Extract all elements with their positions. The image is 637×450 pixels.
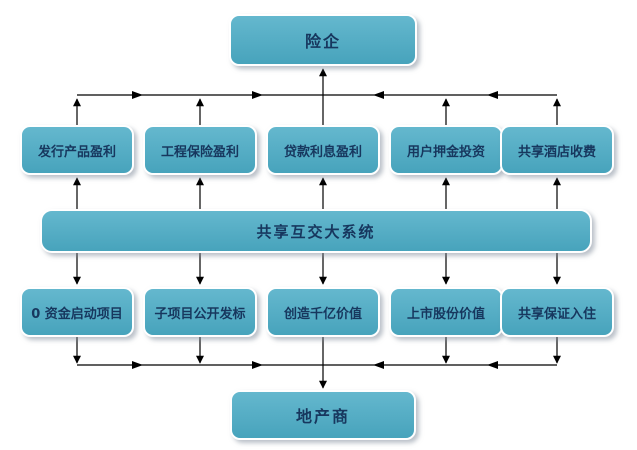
node-label: 子项目公开发标 (154, 306, 246, 322)
node-label: 共享互交大系统 (256, 222, 376, 241)
collector-flow-direction-arrowheads (132, 91, 498, 369)
node-listed-share-value: 上市股份价值 (389, 287, 503, 337)
node-property-developer: 地产商 (230, 390, 416, 440)
value-row-to-collector-arrows (73, 337, 561, 389)
node-label: 上市股份价值 (406, 306, 485, 322)
node-label: 发行产品盈利 (37, 144, 116, 160)
node-label: 险企 (304, 32, 341, 51)
node-engineering-insurance-profit: 工程保险盈利 (143, 125, 257, 175)
node-label: 0 资金启动项目 (31, 306, 123, 322)
profit-row-to-collector-arrows (73, 68, 561, 125)
node-user-deposit-investment: 用户押金投资 (389, 125, 503, 175)
node-label: 共享保证入住 (517, 306, 596, 322)
node-insurance-company: 险企 (229, 14, 417, 66)
band-to-value-row-arrows (73, 253, 561, 285)
node-label: 地产商 (295, 407, 350, 426)
node-zero-capital-startup-project: 0 资金启动项目 (20, 287, 134, 337)
node-label: 贷款利息盈利 (283, 144, 362, 160)
node-shared-interaction-system: 共享互交大系统 (40, 209, 592, 253)
node-product-issuance-profit: 发行产品盈利 (20, 125, 134, 175)
node-label: 创造千亿价值 (283, 306, 362, 322)
node-label: 共享酒店收费 (517, 144, 596, 160)
node-subproject-public-bidding: 子项目公开发标 (143, 287, 257, 337)
node-shared-hotel-fees: 共享酒店收费 (500, 125, 614, 175)
node-create-hundred-billion-value: 创造千亿价值 (266, 287, 380, 337)
band-to-profit-row-arrows (73, 177, 561, 209)
node-shared-guaranteed-checkin: 共享保证入住 (500, 287, 614, 337)
node-label: 用户押金投资 (406, 144, 485, 160)
node-label: 工程保险盈利 (160, 144, 239, 160)
node-loan-interest-profit: 贷款利息盈利 (266, 125, 380, 175)
